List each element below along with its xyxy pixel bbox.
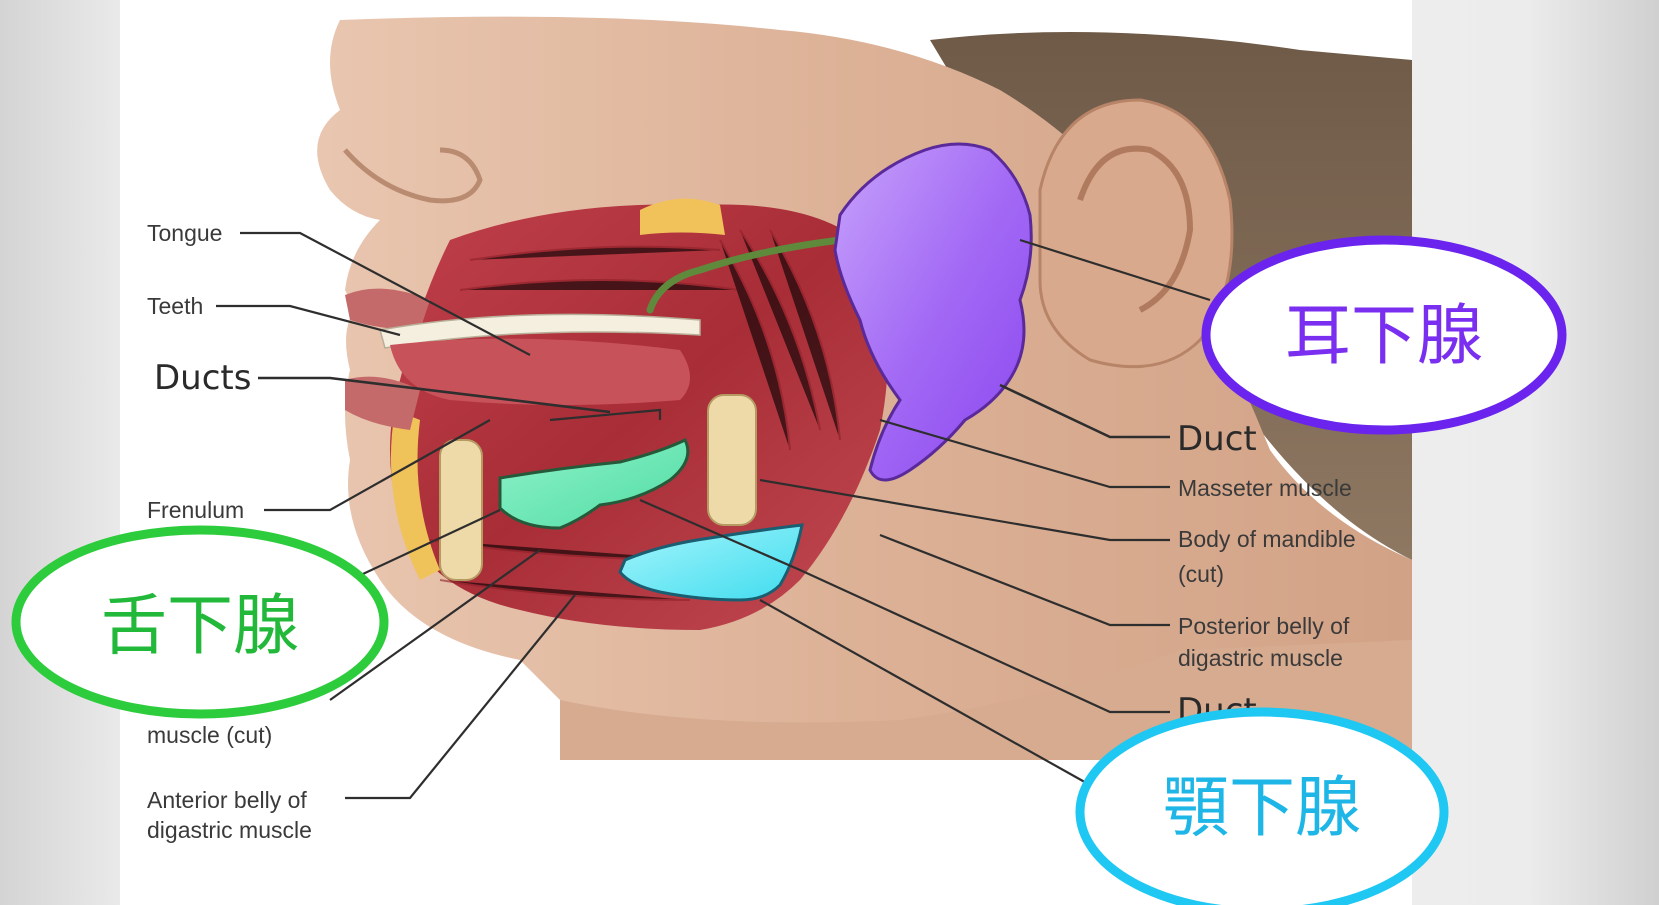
mandible-bone-front	[440, 440, 482, 580]
label-muscle-cut: muscle (cut)	[147, 722, 272, 748]
parotid-callout-label: 耳下腺	[1285, 297, 1483, 374]
label-tongue: Tongue	[147, 220, 222, 246]
label-duct-upper: Duct	[1177, 419, 1257, 459]
label-masseter: Masseter muscle	[1178, 475, 1352, 501]
label-body-mandible-2: (cut)	[1178, 561, 1224, 587]
mandible-bone-back	[708, 395, 756, 525]
label-teeth: Teeth	[147, 293, 203, 319]
tongue	[390, 339, 690, 405]
submandibular-callout-label: 顎下腺	[1163, 769, 1361, 846]
label-anterior-belly-2: digastric muscle	[147, 817, 312, 843]
label-posterior-belly-2: digastric muscle	[1178, 645, 1343, 671]
label-body-mandible-1: Body of mandible	[1178, 526, 1356, 552]
label-ducts: Ducts	[154, 358, 251, 398]
label-posterior-belly-1: Posterior belly of	[1178, 613, 1350, 639]
sublingual-callout-label: 舌下腺	[101, 587, 299, 664]
label-anterior-belly-1: Anterior belly of	[147, 787, 307, 813]
label-frenulum: Frenulum	[147, 497, 244, 523]
